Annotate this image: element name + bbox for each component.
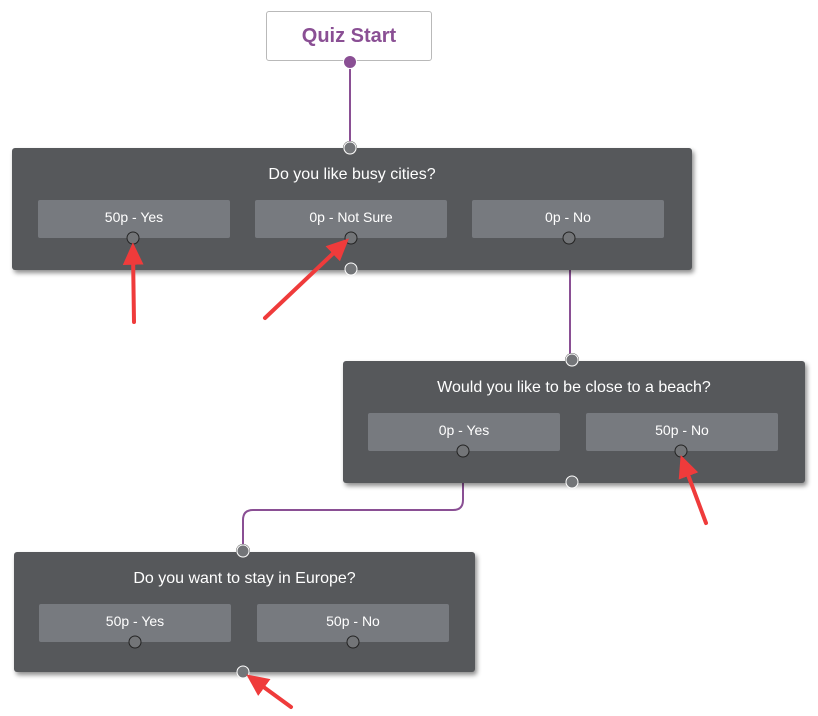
question-output-port[interactable] (236, 665, 250, 679)
question-input-port[interactable] (343, 141, 357, 155)
question-input-port[interactable] (565, 353, 579, 367)
question-title: Would you like to be close to a beach? (437, 379, 711, 396)
answer-output-port[interactable] (456, 444, 470, 458)
question-node-busy-cities[interactable]: Do you like busy cities? 50p - Yes 0p - … (12, 148, 692, 270)
connector-q2-yes-to-q3 (242, 451, 464, 551)
quiz-start-output-port[interactable] (343, 55, 357, 69)
answer-output-port[interactable] (344, 231, 358, 245)
question-output-port[interactable] (344, 262, 358, 276)
question-output-port[interactable] (565, 475, 579, 489)
answer-option-no[interactable]: 0p - No (472, 200, 664, 238)
answer-output-port[interactable] (126, 231, 140, 245)
answer-output-port[interactable] (562, 231, 576, 245)
answer-output-port[interactable] (346, 635, 360, 649)
question-node-europe[interactable]: Do you want to stay in Europe? 50p - Yes… (14, 552, 475, 672)
quiz-start-label: Quiz Start (301, 24, 397, 47)
quiz-start-node[interactable]: Quiz Start (266, 11, 432, 61)
question-title: Do you want to stay in Europe? (133, 570, 356, 587)
answer-output-port[interactable] (128, 635, 142, 649)
question-node-beach[interactable]: Would you like to be close to a beach? 0… (343, 361, 805, 483)
answer-output-port[interactable] (674, 444, 688, 458)
question-input-port[interactable] (236, 544, 250, 558)
question-title: Do you like busy cities? (268, 166, 436, 183)
